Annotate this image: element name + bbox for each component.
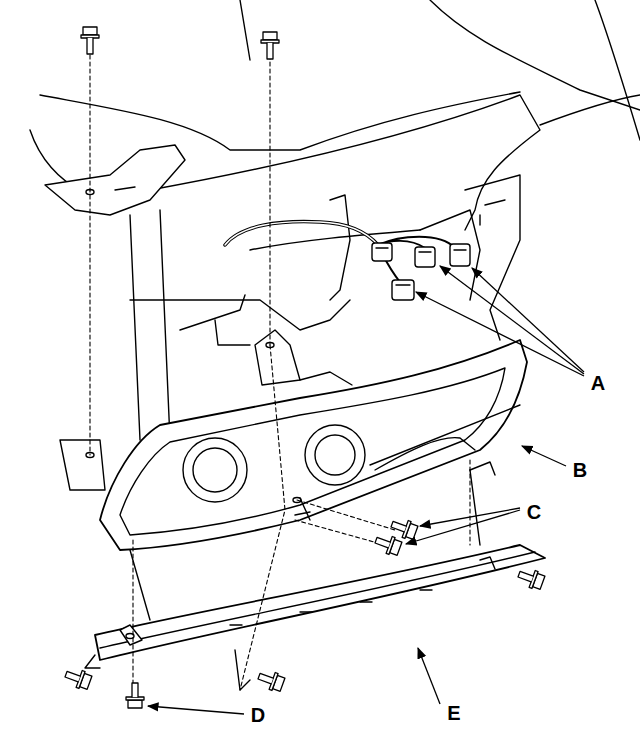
callout-letter: B xyxy=(571,459,589,481)
leader-lines xyxy=(148,266,584,714)
callout-letter: E xyxy=(445,702,462,724)
callout-letter: C xyxy=(525,501,543,523)
callout-letter: A xyxy=(589,372,607,394)
callout-letter: D xyxy=(249,704,267,726)
